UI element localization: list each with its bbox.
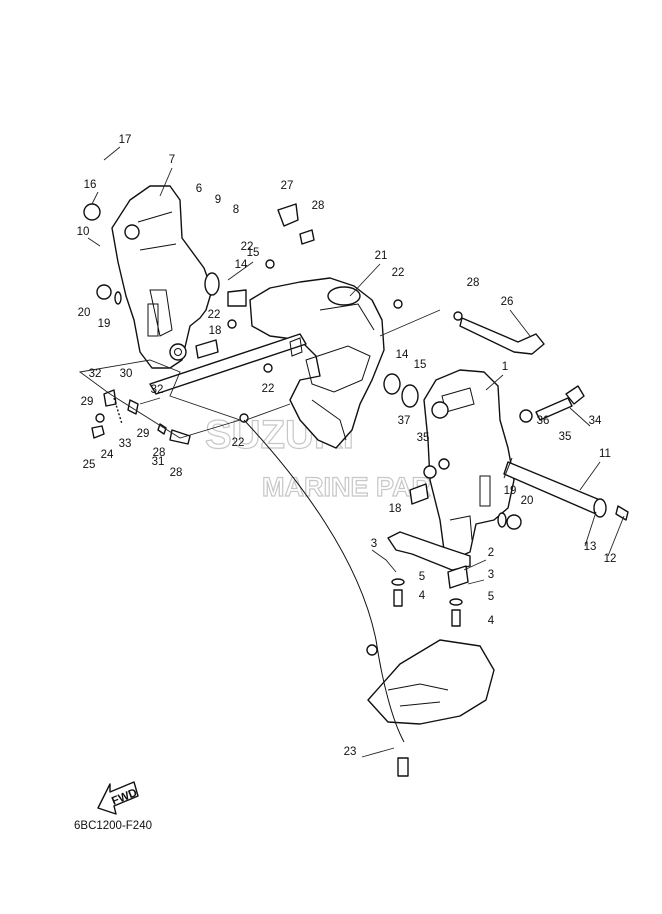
callout-2: 2	[488, 547, 494, 559]
callout-24: 24	[101, 449, 114, 461]
callout-5: 5	[488, 591, 494, 603]
callout-19: 19	[504, 485, 517, 497]
callout-28: 28	[153, 447, 166, 459]
callout-23: 23	[344, 746, 357, 758]
left-clamp-bracket	[111, 185, 213, 369]
callout-18: 18	[389, 503, 402, 515]
leader-lines	[78, 146, 625, 758]
callout-21: 21	[375, 250, 388, 262]
callout-6: 6	[196, 183, 202, 195]
callout-12: 12	[604, 553, 617, 565]
callout-14: 14	[396, 349, 409, 361]
callout-1: 1	[502, 361, 508, 373]
hardware	[83, 203, 629, 530]
callout-28: 28	[467, 277, 480, 289]
callout-36: 36	[537, 415, 550, 427]
callout-25: 25	[83, 459, 96, 471]
callout-9: 9	[215, 194, 221, 206]
callout-19: 19	[98, 318, 111, 330]
callout-20: 20	[521, 495, 534, 507]
callout-33: 33	[119, 438, 132, 450]
callout-10: 10	[77, 226, 90, 238]
callout-4: 4	[488, 615, 495, 627]
mount-brackets	[387, 531, 471, 627]
callout-18: 18	[209, 325, 222, 337]
callout-16: 16	[84, 179, 97, 191]
callout-20: 20	[78, 307, 91, 319]
callout-22: 22	[392, 267, 405, 279]
fwd-arrow-icon: FWD	[97, 781, 139, 815]
callout-35: 35	[559, 431, 572, 443]
tilt-shaft	[503, 457, 607, 518]
callout-11: 11	[599, 448, 611, 460]
callout-29: 29	[81, 396, 94, 408]
tilt-rod	[459, 317, 545, 355]
callout-29: 29	[137, 428, 150, 440]
callout-15: 15	[247, 247, 260, 259]
bolt-34	[535, 385, 585, 421]
callout-28: 28	[170, 467, 183, 479]
callout-15: 15	[414, 359, 427, 371]
callout-22: 22	[208, 309, 221, 321]
callout-22: 22	[241, 241, 254, 253]
callout-17: 17	[119, 134, 132, 146]
callout-30: 30	[120, 368, 133, 380]
callout-22: 22	[232, 437, 245, 449]
callout-4: 4	[419, 590, 426, 602]
swivel-bracket	[249, 277, 385, 449]
callout-27: 27	[281, 180, 294, 192]
callout-13: 13	[584, 541, 597, 553]
callout-28: 28	[312, 200, 325, 212]
callout-32: 32	[89, 368, 102, 380]
callout-14: 14	[235, 259, 248, 271]
callout-26: 26	[501, 296, 514, 308]
callout-22: 22	[262, 383, 275, 395]
callout-35: 35	[417, 432, 430, 444]
callout-3: 3	[488, 569, 494, 581]
callout-7: 7	[169, 154, 175, 166]
callout-5: 5	[419, 571, 425, 583]
callout-3: 3	[371, 538, 377, 550]
callout-34: 34	[589, 415, 602, 427]
callout-32: 32	[151, 384, 164, 396]
callout-37: 37	[398, 415, 411, 427]
lower-mount	[243, 419, 495, 777]
cross-tube	[149, 333, 307, 395]
right-clamp-bracket	[423, 369, 515, 559]
callout-31: 31	[152, 456, 165, 468]
callout-8: 8	[233, 204, 239, 216]
diagram-code: 6BC1200-F240	[74, 820, 152, 832]
